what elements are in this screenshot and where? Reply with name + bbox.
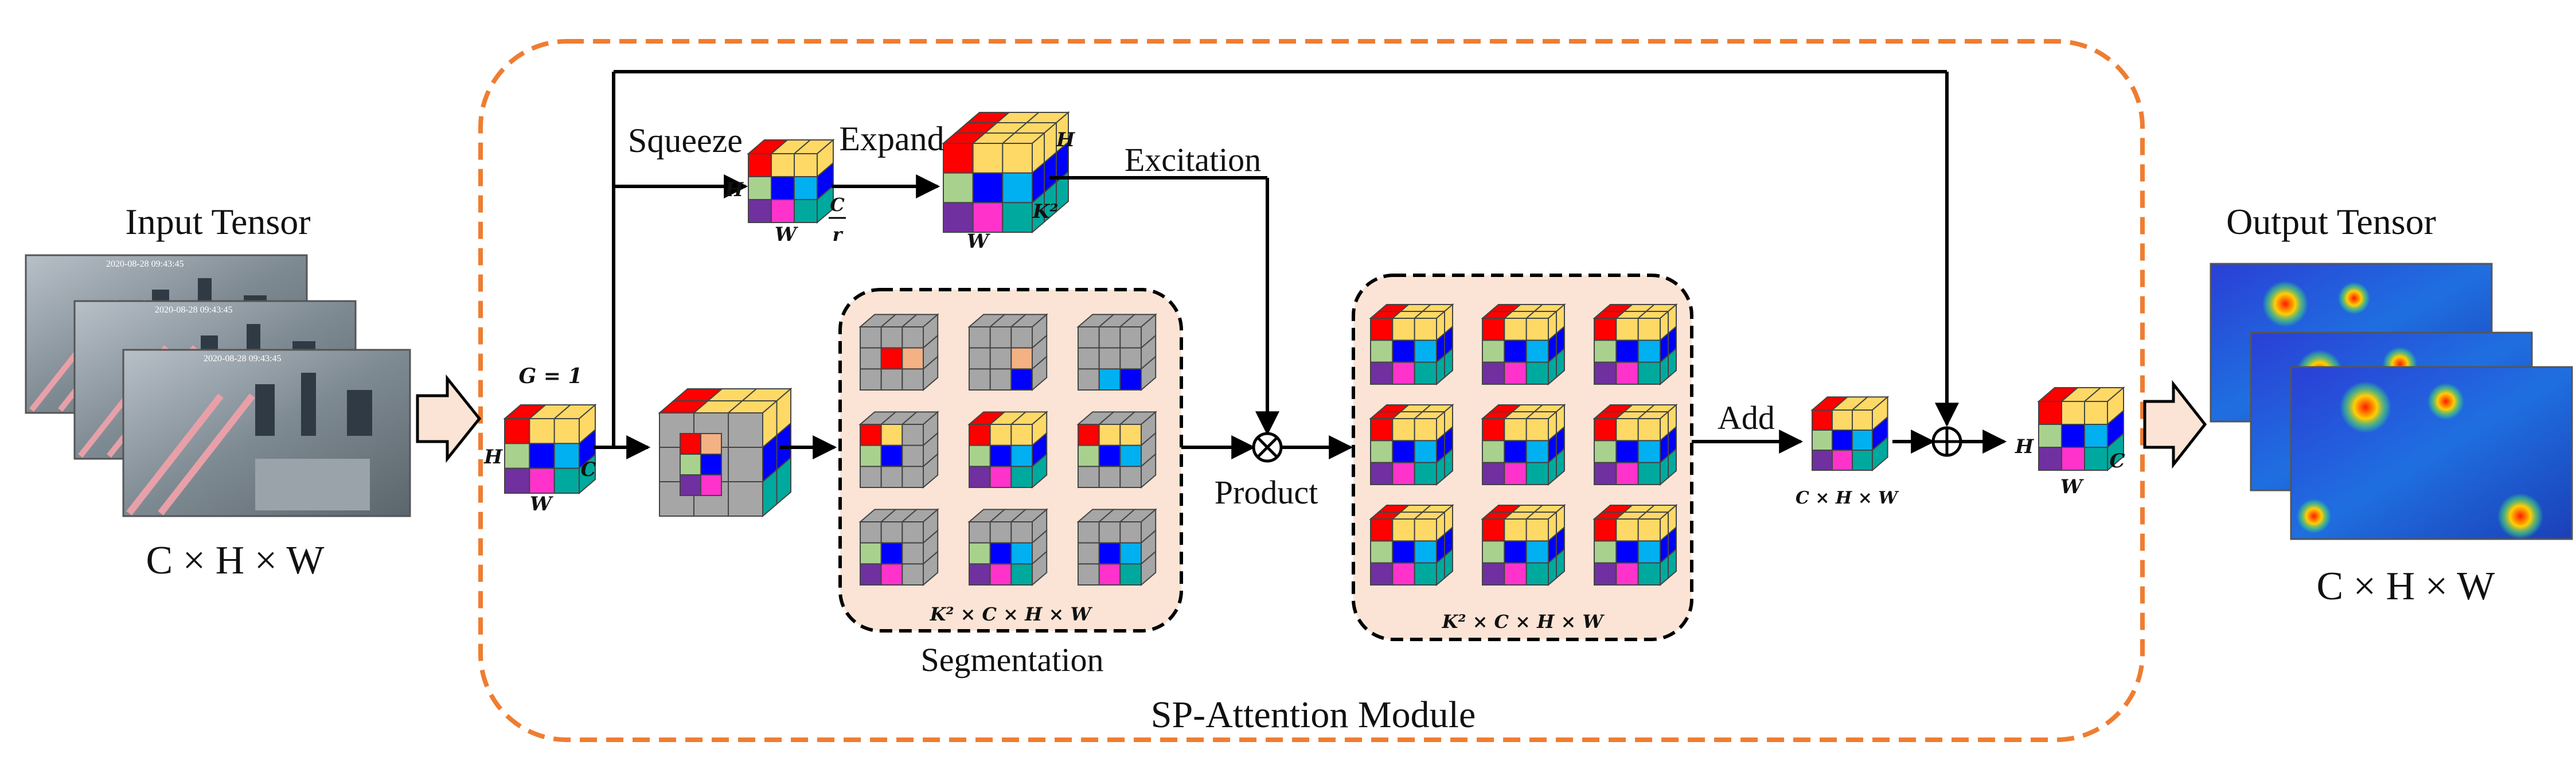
input-cube xyxy=(503,403,597,495)
output-cube xyxy=(2037,386,2125,472)
input-timestamp-3: 2020-08-28 09:43:45 xyxy=(204,354,282,364)
product-cube xyxy=(1481,303,1566,386)
output-tensor-title: Output Tensor xyxy=(2226,201,2436,242)
output-cube-h: H xyxy=(2015,435,2035,458)
module-label: SP-Attention Module xyxy=(1151,694,1476,736)
expand-cube-w: W xyxy=(967,230,990,253)
input-tensor-title: Input Tensor xyxy=(125,201,310,242)
output-cube-c: C xyxy=(2109,450,2125,473)
squeeze-cube-c-num: C xyxy=(830,194,845,216)
product-label: Product xyxy=(1215,474,1318,511)
expand-cube-h: H xyxy=(1056,128,1076,151)
squeeze-cube-h: H xyxy=(724,178,744,201)
segmentation-cube xyxy=(967,411,1048,489)
output-arrow xyxy=(2143,380,2207,469)
group-label: G = 1 xyxy=(518,364,582,388)
partition-cube xyxy=(658,387,793,518)
partition-cube-centre xyxy=(680,433,722,496)
input-cube-c: C xyxy=(580,458,596,481)
squeeze-cube-c-den: r xyxy=(833,224,844,245)
product-cube xyxy=(1481,504,1566,587)
segmentation-cube xyxy=(858,411,939,489)
input-timestamp-1: 2020-08-28 09:43:45 xyxy=(106,259,184,269)
segmentation-cube xyxy=(967,508,1048,587)
input-timestamp-2: 2020-08-28 09:43:45 xyxy=(155,305,233,315)
output-tensor-images xyxy=(2210,263,2573,540)
product-cube xyxy=(1369,504,1454,587)
product-cube xyxy=(1593,403,1678,486)
squeeze-label: Squeeze xyxy=(628,122,743,159)
expand-cube-k2: K² xyxy=(1032,200,1058,223)
segmentation-cube xyxy=(1076,313,1157,392)
excitation-label: Excitation xyxy=(1125,141,1261,178)
feature-cubes xyxy=(503,111,2125,518)
segmentation-cube xyxy=(1076,411,1157,489)
segmentation-cube xyxy=(1076,508,1157,587)
expand-cube xyxy=(942,111,1070,234)
input-cube-h: H xyxy=(483,446,504,469)
squeeze-cube xyxy=(747,138,835,224)
segmentation-cube xyxy=(858,313,939,392)
input-tensor-images: 2020-08-28 09:43:45 2020-08-28 09:43:45 … xyxy=(25,254,411,517)
output-cube-w: W xyxy=(2060,475,2084,498)
product-cube xyxy=(1369,403,1454,486)
product-cube xyxy=(1481,403,1566,486)
expand-label: Expand xyxy=(839,120,944,158)
segmentation-cube xyxy=(967,313,1048,392)
panel-cubes xyxy=(858,303,1678,587)
product-cube xyxy=(1593,303,1678,386)
flow-lines xyxy=(594,70,2007,459)
module-border xyxy=(478,39,2145,742)
input-dims: C × H × W xyxy=(146,538,324,583)
product-dims: K² × C × H × W xyxy=(1442,611,1605,633)
segmentation-label: Segmentation xyxy=(921,641,1104,678)
add-label: Add xyxy=(1718,399,1775,436)
segmentation-dims: K² × C × H × W xyxy=(930,603,1093,625)
output-dims: C × H × W xyxy=(2316,564,2495,608)
input-arrow xyxy=(416,374,482,463)
segmentation-cube xyxy=(858,508,939,587)
product-cube xyxy=(1369,303,1454,386)
add-cube xyxy=(1810,396,1890,472)
product-cube xyxy=(1593,504,1678,587)
input-cube-w: W xyxy=(530,493,553,516)
squeeze-cube-w: W xyxy=(775,223,798,246)
add-cube-dims: C × H × W xyxy=(1796,488,1899,508)
